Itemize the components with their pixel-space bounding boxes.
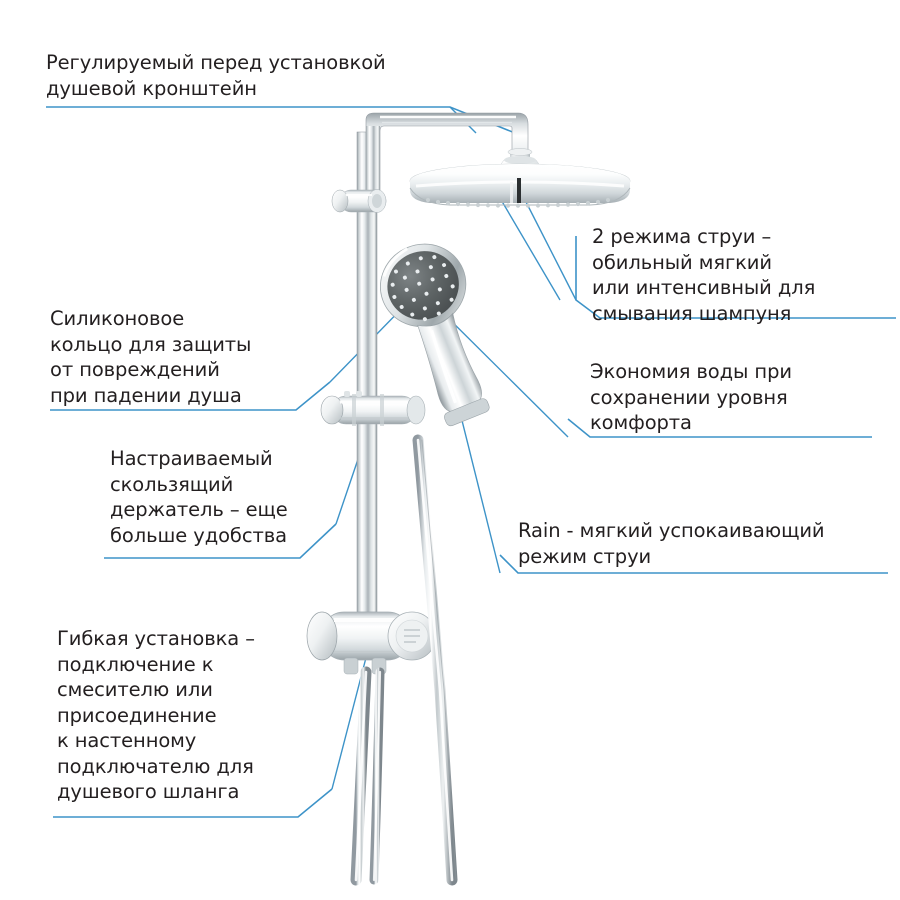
slider-holder [320, 391, 426, 426]
leader-jets [575, 236, 896, 319]
leader-jets-b [499, 197, 561, 301]
callout-slider: Настраиваемый скользящий держатель – еще… [110, 447, 288, 547]
shower-hose [350, 434, 458, 886]
wall-bracket [331, 189, 387, 213]
callout-jets: 2 режима струи – обильный мягкий или инт… [592, 225, 816, 325]
callout-rain: Rain - мягкий успокаивающий режим струи [518, 519, 825, 568]
head-shower [409, 163, 631, 208]
head-mode-divider [517, 178, 521, 203]
leader-ring [50, 381, 331, 411]
hand-nozzles [390, 255, 455, 322]
shower-arm [365, 112, 529, 201]
callout-silicone-ring: Силиконовое кольцо для защиты от поврежд… [50, 307, 252, 407]
head-nozzle-edge [425, 197, 611, 208]
leader-rain [499, 554, 888, 574]
silicone-ring [444, 398, 490, 427]
callout-water-saving: Экономия воды при сохранении уровня комф… [590, 360, 792, 434]
callout-flexible-install: Гибкая установка – подключение к смесите… [57, 627, 255, 803]
thermostat-body [306, 611, 437, 675]
hand-spray-face [387, 251, 459, 320]
callout-bracket: Регулируемый перед установкой душевой кр… [46, 51, 386, 100]
leader-saving [567, 418, 872, 438]
riser-pipe [357, 132, 377, 612]
leader-lines [46, 106, 896, 818]
hand-shower [380, 243, 490, 427]
leader-flex [53, 788, 333, 818]
shower-system [306, 112, 631, 886]
leader-slider [104, 523, 337, 559]
leader-jets-a [523, 197, 577, 301]
